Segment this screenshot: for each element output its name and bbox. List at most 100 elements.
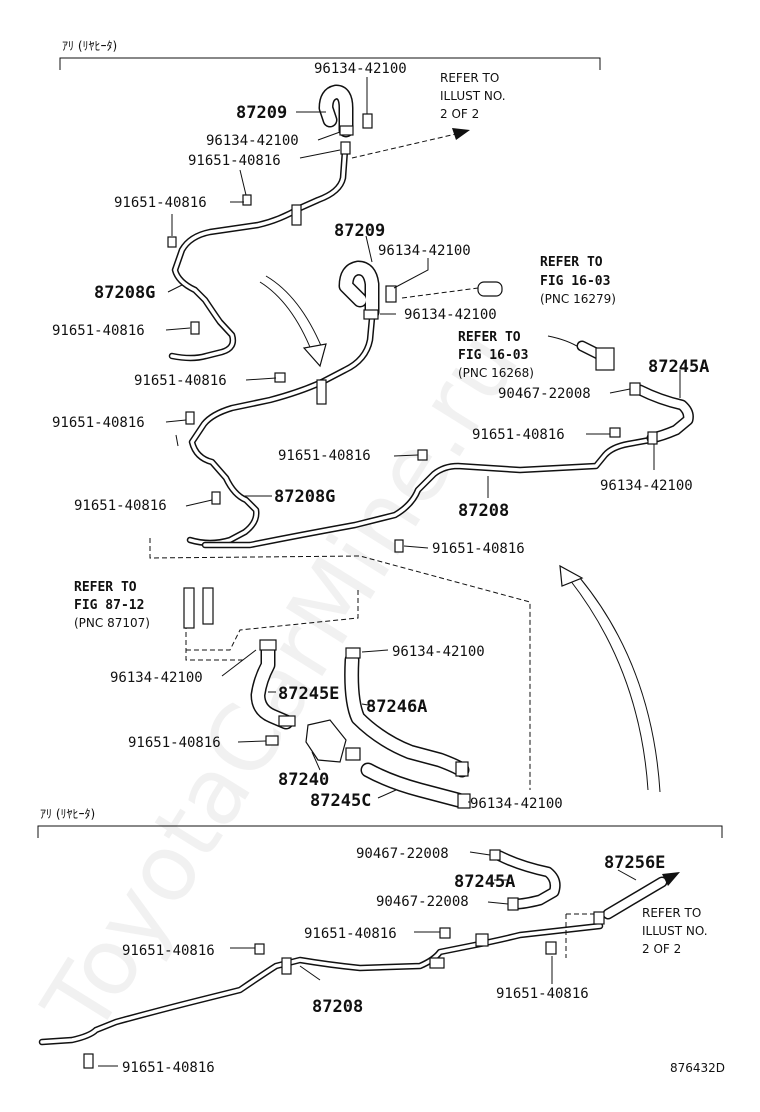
label-87208g-middle: 87208G: [274, 487, 335, 507]
top-section-bracket: ｱﾘ (ﾘﾔﾋｰﾀ): [59, 39, 601, 70]
label-87240: 87240: [278, 770, 329, 790]
bottom-section-header: ｱﾘ (ﾘﾔﾋｰﾀ): [40, 807, 95, 821]
clamp-icon: [345, 647, 361, 659]
direction-arrow-up: [559, 564, 661, 793]
label-96134-42100-b: 96134-42100: [206, 133, 299, 149]
label-91651-40816-e: 91651-40816: [52, 415, 145, 431]
label-96134-42100-g: 96134-42100: [110, 670, 203, 686]
label-90467-22008-c: 90467-22008: [376, 894, 469, 910]
clip-icon: [83, 1053, 94, 1069]
pipe-bracket: [281, 957, 292, 975]
label-87208-top: 87208: [458, 501, 509, 521]
clip-icon: [167, 236, 177, 248]
clamp-icon: [362, 113, 373, 129]
refer-arrow-top: [351, 128, 470, 159]
label-90467-22008-a: 90467-22008: [498, 386, 591, 402]
clamp-icon: [278, 715, 296, 727]
clamp-icon: [259, 639, 277, 651]
label-96134-42100-f: 96134-42100: [392, 644, 485, 660]
label-87208-bottom: 87208: [312, 997, 363, 1017]
top-section-header: ｱﾘ (ﾘﾔﾋｰﾀ): [62, 39, 117, 53]
ref-fig-16-03-a-line2: FIG 16-03: [540, 274, 610, 289]
tube-icon: [183, 587, 195, 629]
label-91651-40816-k: 91651-40816: [304, 926, 397, 942]
refer-fig-16-03-hose: [401, 281, 615, 371]
ref-fig-87-12-line3: (PNC 87107): [74, 616, 150, 630]
label-96134-42100-c: 96134-42100: [378, 243, 471, 259]
label-87208g-upper: 87208G: [94, 283, 155, 303]
clamp-icon: [593, 911, 605, 925]
clip-icon: [489, 849, 501, 861]
label-87245a-top: 87245A: [648, 357, 709, 377]
label-87245e: 87245E: [278, 684, 339, 704]
hose-87245a-bottom: [489, 849, 561, 911]
label-91651-40816-f: 91651-40816: [472, 427, 565, 443]
label-87209-middle: 87209: [334, 221, 385, 241]
clip-icon: [211, 491, 221, 505]
label-91651-40816-i: 91651-40816: [432, 541, 525, 557]
ref-illust-top-line2: ILLUST NO.: [440, 89, 506, 103]
label-96134-42100-h: 96134-42100: [470, 796, 563, 812]
pipe-bracket: [316, 379, 327, 405]
label-87246a: 87246A: [366, 697, 427, 717]
hose-87245a-top: [629, 382, 694, 445]
pipe-87208-bottom: [38, 922, 604, 1046]
pipe-87208g-upper: [168, 146, 349, 362]
hose-87209-middle: [338, 260, 397, 320]
tube-icon: [202, 587, 214, 625]
pipe-bracket: [475, 933, 489, 947]
label-91651-40816-b: 91651-40816: [114, 195, 207, 211]
pipe-bracket: [291, 204, 302, 226]
label-91651-40816-g: 91651-40816: [278, 448, 371, 464]
clip-icon: [439, 927, 451, 939]
ref-illust-top-line3: 2 OF 2: [440, 107, 479, 121]
hose-end-icon: [477, 281, 503, 297]
label-96134-42100-d: 96134-42100: [404, 307, 497, 323]
clip-icon: [265, 735, 279, 746]
clamp-icon: [647, 431, 658, 445]
label-87245a-bottom: 87245A: [454, 872, 515, 892]
clips-top: [167, 194, 621, 553]
bottom-section-bracket: ｱﾘ (ﾘﾔﾋｰﾀ): [37, 807, 723, 838]
label-91651-40816-h: 91651-40816: [74, 498, 167, 514]
clip-icon: [394, 539, 404, 553]
label-87209-upper: 87209: [236, 103, 287, 123]
clip-icon: [609, 427, 621, 438]
clamp-icon: [455, 761, 469, 777]
clamp-icon: [363, 309, 379, 320]
ref-fig-16-03-a-line3: (PNC 16279): [540, 292, 616, 306]
label-87256e: 87256E: [604, 853, 665, 873]
heater-valve-icon: [305, 719, 347, 763]
clip-icon: [417, 449, 428, 461]
ref-illust-bottom-line3: 2 OF 2: [642, 942, 681, 956]
pipe-87208: [201, 436, 654, 549]
diagram-code: 876432D: [670, 1061, 725, 1075]
clip-icon: [507, 897, 519, 911]
clamp-icon: [457, 793, 471, 809]
label-91651-40816-n: 91651-40816: [122, 1060, 215, 1076]
clip-icon: [254, 943, 265, 955]
clip-icon: [185, 411, 195, 425]
label-87245c: 87245C: [310, 791, 371, 811]
ref-fig-16-03-b-line1: REFER TO: [458, 330, 521, 345]
label-91651-40816-c: 91651-40816: [52, 323, 145, 339]
label-91651-40816-l: 91651-40816: [122, 943, 215, 959]
clip-icon: [629, 382, 641, 396]
clip-icon: [274, 372, 286, 383]
hose-87209-upper: [318, 84, 373, 155]
hose-87256e: [565, 872, 680, 958]
label-90467-22008-b: 90467-22008: [356, 846, 449, 862]
clips-bottom: [83, 927, 557, 1069]
direction-arrow-down: [259, 275, 327, 368]
leader-lines: [98, 77, 681, 1067]
ref-fig-87-12-line2: FIG 87-12: [74, 598, 144, 613]
heater-unit-area: [149, 538, 531, 809]
ref-illust-bottom-line2: ILLUST NO.: [642, 924, 708, 938]
ref-fig-16-03-b-line2: FIG 16-03: [458, 348, 528, 363]
label-96134-42100-e: 96134-42100: [600, 478, 693, 494]
clamp-icon: [385, 285, 397, 303]
pipe-bracket: [429, 957, 445, 969]
label-91651-40816-m: 91651-40816: [496, 986, 589, 1002]
label-91651-40816-a: 91651-40816: [188, 153, 281, 169]
